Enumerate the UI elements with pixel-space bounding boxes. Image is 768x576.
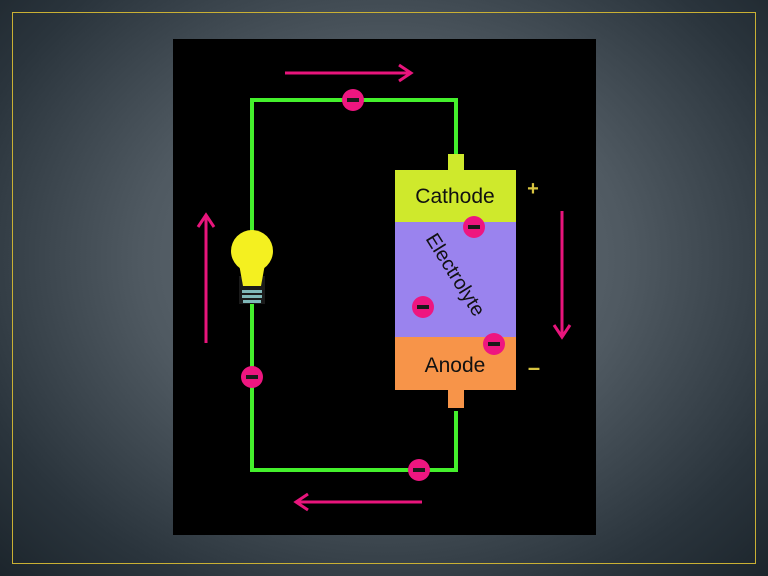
electron-icon xyxy=(241,366,263,388)
bottom-direction-arrow-icon xyxy=(293,492,422,512)
light-bulb-icon xyxy=(231,230,273,304)
left-direction-arrow-icon xyxy=(196,212,216,343)
anode-label: Anode xyxy=(425,354,486,377)
electron-icon xyxy=(483,333,505,355)
electron-icon xyxy=(463,216,485,238)
cathode-terminal xyxy=(448,154,464,171)
electrolyte-block xyxy=(395,222,516,337)
electron-icon xyxy=(342,89,364,111)
right-direction-arrow-icon xyxy=(552,211,572,340)
battery-circuit-diagram: Cathode Electrolyte Anode + – xyxy=(173,39,596,535)
top-direction-arrow-icon xyxy=(285,63,414,83)
electron-icon xyxy=(412,296,434,318)
cathode-label: Cathode xyxy=(415,185,494,208)
circuit-svg: Cathode Electrolyte Anode + – xyxy=(196,63,572,512)
electron-icon xyxy=(408,459,430,481)
negative-sign: – xyxy=(528,355,540,380)
cathode-block xyxy=(395,170,516,222)
anode-terminal xyxy=(448,390,464,408)
positive-sign: + xyxy=(527,178,539,200)
